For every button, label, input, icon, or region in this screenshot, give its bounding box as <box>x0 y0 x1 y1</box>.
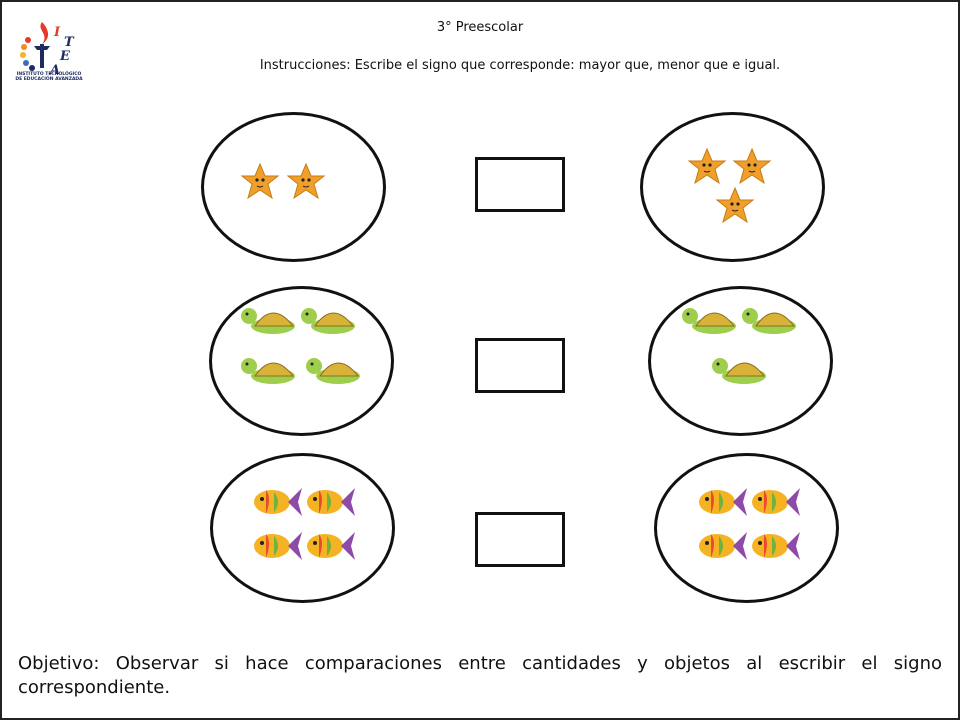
left-oval-fish <box>210 453 395 603</box>
page-title: 3° Preescolar <box>436 20 524 35</box>
right-oval-starfish <box>640 112 825 262</box>
starfish-icon <box>687 147 727 185</box>
logo-letter-a: A <box>48 63 60 78</box>
turtle-icon <box>241 358 295 384</box>
left-fish-group <box>254 488 355 560</box>
fish-icon <box>307 532 355 560</box>
fish-icon <box>307 488 355 516</box>
instructions-text: Instrucciones: Escribe el signo que corr… <box>259 58 781 73</box>
logo-letter-i: I <box>53 25 61 40</box>
objective-text: Objetivo: Observar si hace comparaciones… <box>18 653 942 698</box>
answer-box-2[interactable] <box>475 338 565 393</box>
fish-icon <box>752 488 800 516</box>
starfish-icon <box>732 147 772 185</box>
fish-icon <box>254 532 302 560</box>
left-oval-turtles <box>209 286 394 436</box>
turtle-icon <box>301 308 355 334</box>
turtle-icon <box>682 308 736 334</box>
fish-icon <box>699 488 747 516</box>
logo-letter-e: E <box>59 49 71 64</box>
logo: I T E A <box>20 22 75 78</box>
answer-box-3[interactable] <box>475 512 565 567</box>
turtle-icon <box>712 358 766 384</box>
turtle-icon <box>241 308 295 334</box>
logo-flame-icon <box>20 22 50 71</box>
right-turtle-group <box>682 308 796 384</box>
right-fish-group <box>699 488 800 560</box>
fish-icon <box>752 532 800 560</box>
right-starfish-group <box>687 147 772 224</box>
left-oval-starfish <box>201 112 386 262</box>
turtle-icon <box>306 358 360 384</box>
right-oval-turtles <box>648 286 833 436</box>
turtle-icon <box>742 308 796 334</box>
starfish-icon <box>286 162 326 200</box>
left-starfish-group <box>240 162 326 200</box>
logo-caption: INSTITUTO TECNOLÓGICO DE EDUCACIÓN AVANZ… <box>15 72 83 82</box>
fish-icon <box>254 488 302 516</box>
right-oval-fish <box>654 453 839 603</box>
starfish-icon <box>240 162 280 200</box>
fish-icon <box>699 532 747 560</box>
left-turtle-group <box>241 308 360 384</box>
answer-box-1[interactable] <box>475 157 565 212</box>
logo-letter-t: T <box>64 35 75 50</box>
starfish-icon <box>715 186 755 224</box>
